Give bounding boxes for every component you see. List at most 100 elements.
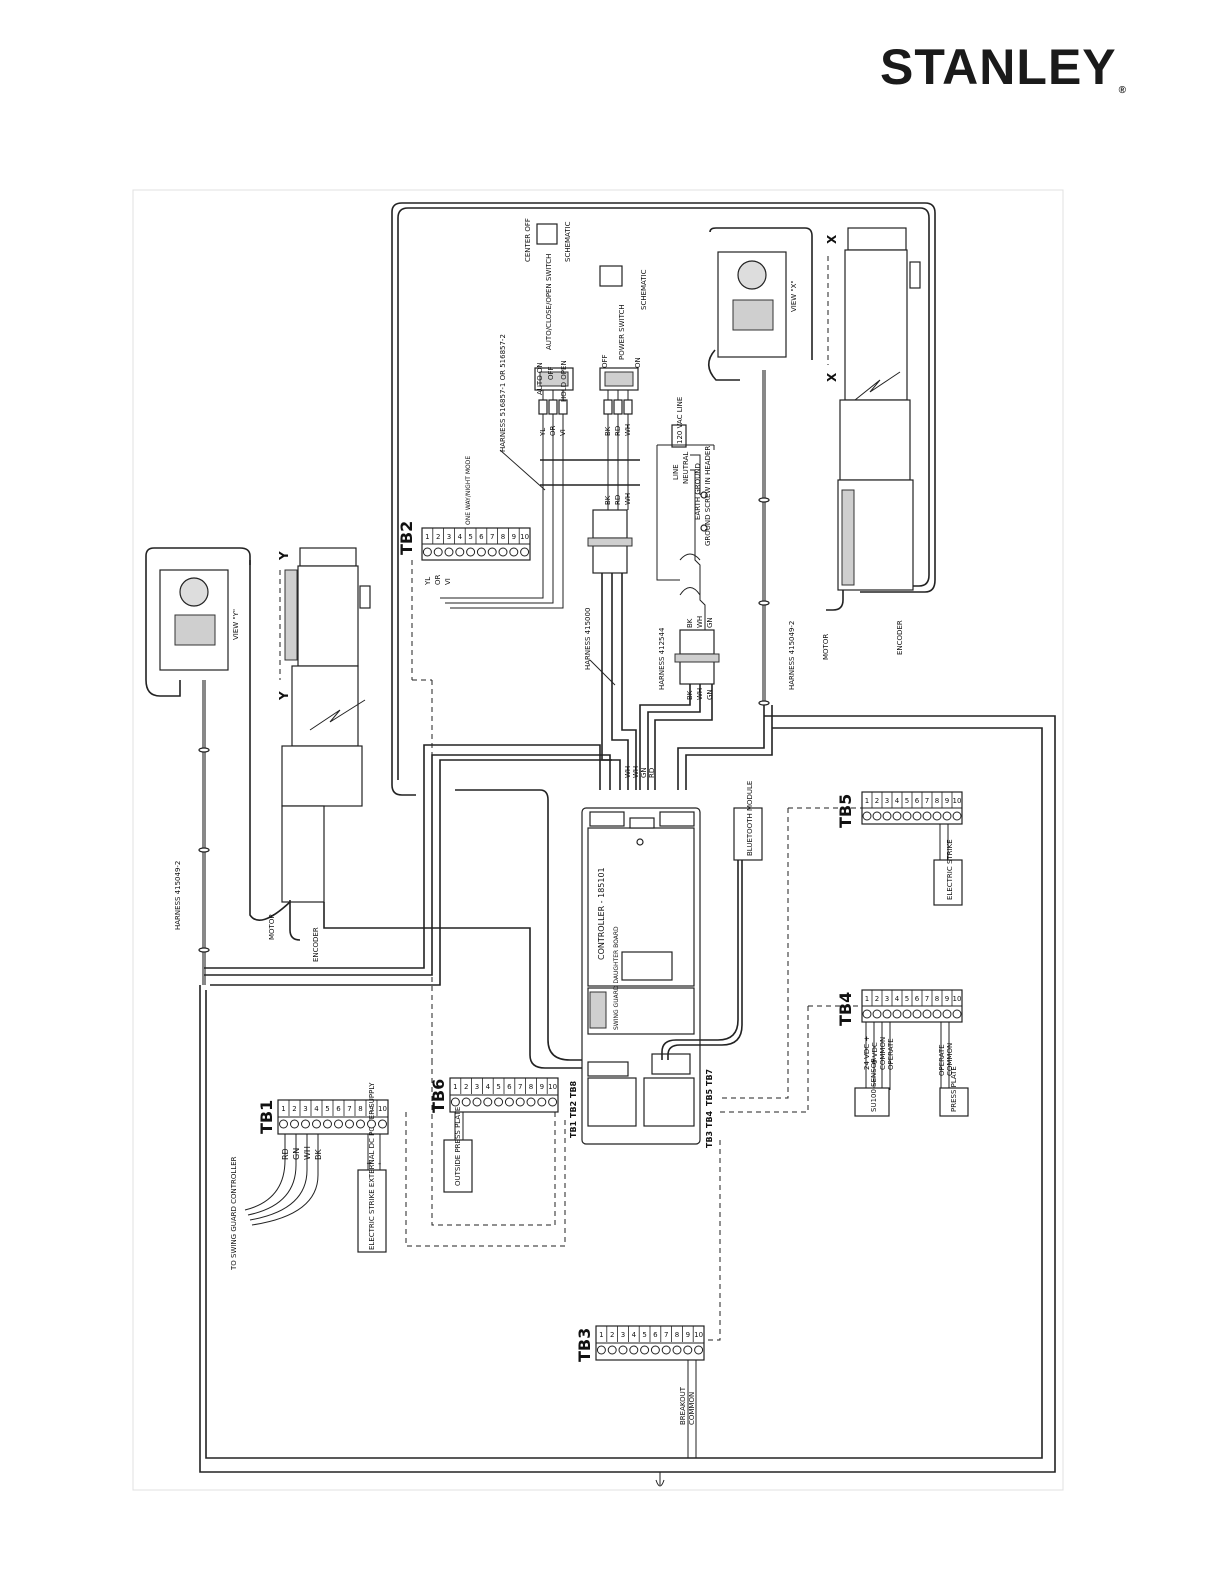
breakout-label: BREAKOUT — [679, 1386, 687, 1425]
schematic-label-2: SCHEMATIC — [640, 269, 648, 310]
terminal-number: 5 — [905, 797, 909, 805]
press-plate-label: PRESS PLATE — [950, 1066, 958, 1112]
wire-code: RD — [281, 1148, 290, 1160]
power-switch — [599, 367, 639, 460]
terminal-number: 7 — [490, 533, 494, 541]
vdc0-label: 0 VDC — [871, 1042, 879, 1064]
x-mark-bottom: X — [825, 372, 839, 382]
wire-code: WH — [303, 1146, 312, 1160]
su100-sensor-box — [854, 1087, 890, 1117]
vac-line-label: 120 VAC LINE — [676, 397, 684, 444]
terminal-screw-icon — [378, 1119, 387, 1129]
terminal-number: 8 — [935, 797, 939, 805]
tb4-operate-label: OPERATE — [887, 1038, 895, 1070]
hold-open-label: HOLD OPEN — [560, 360, 568, 402]
tb1-wire-bk — [251, 1134, 319, 1226]
terminal-number: 6 — [479, 533, 484, 541]
terminal-number: 1 — [425, 533, 429, 541]
ground-symbol-icon — [655, 1472, 665, 1487]
terminal-screw-icon — [334, 1119, 343, 1129]
swing-guard-label: SWING GUARD DAUGHTER BOARD — [613, 926, 620, 1030]
center-off-schematic-icon — [536, 223, 558, 245]
left-cable-route — [204, 754, 611, 976]
auto-switch-label: AUTO/CLOSE/OPEN SWITCH — [545, 254, 553, 350]
harness-leader — [499, 449, 546, 491]
ctrl-tb5: TB5 — [705, 1088, 714, 1106]
terminal-number: 7 — [664, 1331, 668, 1339]
terminal-number: 8 — [501, 533, 505, 541]
terminal-number: 4 — [458, 533, 463, 541]
terminal-screw-icon — [882, 1009, 892, 1019]
left-cable-route — [210, 759, 612, 986]
harness-loop-end — [391, 784, 416, 796]
wire-code: GN — [706, 689, 714, 700]
terminal-screw-icon — [607, 1345, 617, 1355]
encoder-left-label: ENCODER — [312, 927, 320, 962]
terminal-screw-icon — [932, 811, 942, 821]
wire-code: GN — [706, 617, 714, 628]
tb1-label: TB1 — [257, 1100, 276, 1134]
on-label: ON — [634, 357, 642, 368]
terminal-screw-icon — [661, 1345, 671, 1355]
line-crossover — [679, 587, 701, 596]
terminal-screw-icon — [476, 547, 486, 557]
auto-close-open-switch — [534, 367, 574, 440]
terminal-number: 8 — [529, 1083, 533, 1091]
electric-strike-label: ELECTRIC STRIKE — [946, 839, 954, 900]
terminal-screw-icon — [494, 1097, 504, 1107]
terminal-screw-icon — [487, 547, 497, 557]
terminal-number: 2 — [875, 797, 879, 805]
wire-code: WH — [696, 688, 704, 700]
press-plate-box — [939, 1087, 969, 1117]
schematic-label-1: SCHEMATIC — [564, 221, 572, 262]
cable-tie — [198, 947, 210, 953]
wire-code: GN — [640, 767, 648, 778]
terminal-number: 3 — [885, 995, 889, 1003]
terminal-number: 9 — [540, 1083, 544, 1091]
terminal-screw-icon — [301, 1119, 310, 1129]
wire-code: YL — [539, 428, 547, 437]
terminal-screw-icon — [872, 811, 882, 821]
terminal-screw-icon — [892, 1009, 902, 1019]
drawing-frame — [132, 189, 1064, 1491]
controller-feed — [455, 789, 593, 1075]
terminal-screw-icon — [312, 1119, 321, 1129]
ground-screw-icon — [700, 524, 708, 532]
terminal-number: 9 — [945, 995, 949, 1003]
controller-feed — [455, 927, 601, 1075]
tb6-label: TB6 — [429, 1079, 448, 1113]
terminal-number: 4 — [486, 1083, 491, 1091]
terminal-screw-icon — [672, 1345, 682, 1355]
controller-185101 — [581, 807, 701, 1145]
cable-tie — [198, 847, 210, 853]
registered-mark: ® — [1118, 85, 1128, 96]
wire-code: VI — [559, 429, 567, 436]
encoder-right-label: ENCODER — [896, 620, 904, 655]
harness-412544-cable — [647, 684, 701, 790]
left-motor-lead — [249, 560, 291, 921]
wire-yl — [440, 440, 544, 599]
motor-left-label: MOTOR — [268, 914, 276, 940]
terminal-number: 10 — [953, 995, 962, 1003]
dashed-link — [405, 1112, 566, 1247]
right-motor-lead — [826, 590, 844, 611]
terminal-number: 6 — [653, 1331, 658, 1339]
terminal-number: 5 — [496, 1083, 500, 1091]
ctrl-tb3: TB3 — [705, 1131, 714, 1148]
terminal-screw-icon — [629, 1345, 639, 1355]
dashed-link — [720, 1005, 862, 1113]
vdc24-label: 24 VDC + — [863, 1036, 871, 1070]
terminal-number: 3 — [621, 1331, 625, 1339]
terminal-number: 10 — [548, 1083, 557, 1091]
terminal-number: 1 — [453, 1083, 457, 1091]
terminal-number: 8 — [358, 1105, 362, 1113]
tb4-label: TB4 — [836, 992, 855, 1026]
terminal-number: 7 — [347, 1105, 351, 1113]
terminal-number: 6 — [915, 797, 920, 805]
wire-code: BK — [604, 495, 612, 505]
ctrl-tb2: TB2 — [569, 1101, 578, 1118]
ext-supply-label: ELECTRIC STRIKE EXTERNAL DC POWER SUPPLY — [368, 1082, 376, 1250]
ground-loop — [205, 727, 1043, 1459]
